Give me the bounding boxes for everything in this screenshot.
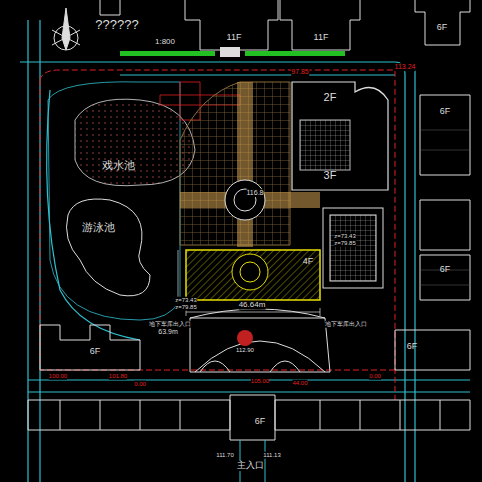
floor-label: 6F: [440, 107, 451, 117]
plan-annotation: z=73.43: [334, 233, 356, 240]
plan-annotation: 主入口: [237, 461, 264, 471]
plan-annotation: z=73.43: [175, 297, 197, 304]
plan-annotation: 44.00: [292, 380, 307, 387]
floor-label: 6F: [90, 347, 101, 357]
plan-annotation: 0.00: [134, 381, 146, 388]
floor-label: 戏水池: [102, 159, 135, 171]
building-footprint: 11F: [304, 31, 338, 45]
plan-annotation: 113.24: [395, 63, 416, 71]
building-footprint: 戏水池: [93, 157, 143, 173]
building-footprint: 4F: [299, 255, 317, 269]
floor-label: 2F: [324, 91, 337, 103]
floor-label: 11F: [314, 33, 329, 43]
plan-annotation: z=79.85: [175, 304, 197, 311]
plan-annotation: 101.80: [109, 373, 127, 380]
plan-title: ??????: [95, 18, 138, 32]
plan-annotation: 0.00: [369, 373, 381, 380]
plan-annotation: 111.70: [216, 452, 233, 459]
plan-annotation: 111.13: [263, 452, 280, 459]
plan-annotation: 116.8: [247, 189, 264, 197]
plan-annotation: 6F: [255, 417, 266, 427]
floor-label: 6F: [437, 23, 448, 33]
building-footprint: 6F: [429, 21, 455, 35]
plan-annotation: 105.00: [251, 378, 269, 385]
floor-label: 6F: [440, 265, 451, 275]
building-footprint: 6F: [432, 263, 458, 277]
plan-annotation: 地下车库出入口: [325, 321, 367, 328]
plan-annotation: 112.90: [236, 347, 254, 354]
building-footprint: 6F: [399, 340, 425, 354]
building-footprint: 6F: [432, 105, 458, 119]
plan-annotation: z=79.85: [334, 240, 356, 247]
plan-annotation: 97.85: [291, 68, 309, 76]
floor-label: 3F: [324, 169, 337, 181]
plan-annotation: 地下车库出入口: [149, 321, 191, 328]
plan-annotation: 46.64m: [239, 301, 266, 310]
floor-label: 游泳池: [82, 221, 115, 233]
building-footprint: 6F: [82, 345, 108, 359]
floor-label: 4F: [303, 257, 314, 267]
floor-label: 6F: [407, 342, 418, 352]
floor-label: 11F: [227, 33, 242, 43]
building-footprint: 游泳池: [73, 219, 123, 235]
plan-annotation: 1:800: [155, 38, 175, 47]
building-footprint: 2F 3F: [315, 91, 345, 181]
plan-annotation: 63.9m: [158, 328, 177, 336]
building-footprint: 11F: [217, 31, 251, 45]
plan-annotation: 100.00: [49, 373, 67, 380]
